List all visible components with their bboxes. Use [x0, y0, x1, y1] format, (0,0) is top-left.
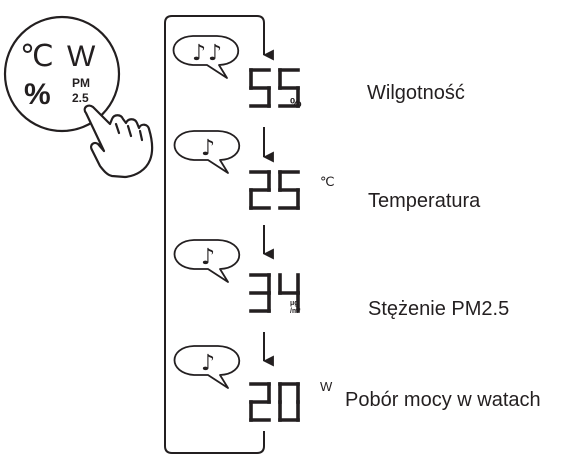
button-pm-label: PM: [72, 76, 90, 90]
seven-segment-digit: [278, 170, 300, 210]
seven-segment-digit: [278, 68, 300, 108]
music-note-icon: ♪: [201, 351, 215, 376]
hand-pointer-icon: [83, 104, 154, 179]
music-note-icon: ♪: [201, 136, 215, 161]
button-percent-label: %: [24, 78, 51, 111]
mode-button[interactable]: ℃ W % PM 2.5: [3, 15, 121, 133]
speech-bubble-icon: ♪: [173, 130, 241, 174]
seven-segment-digit: [278, 273, 300, 313]
speech-bubble-icon: ♪: [173, 345, 241, 389]
lcd-value: [249, 170, 300, 210]
label-humidity: Wilgotność: [367, 82, 465, 104]
unit-per-cubic-meter: /m³: [290, 308, 301, 315]
unit-watt: W: [320, 379, 333, 394]
button-outline: [3, 15, 121, 133]
button-watt-label: W: [67, 40, 96, 73]
seven-segment-digit: [278, 382, 300, 422]
seven-segment-digit: [249, 382, 271, 422]
unit-microgram: μg: [290, 300, 299, 307]
speech-bubble-icon: ♪: [173, 239, 241, 283]
seven-segment-digit: [249, 170, 271, 210]
label-power: Pobór mocy w watach: [345, 389, 541, 411]
speech-bubble-icon: ♪♪: [172, 35, 240, 79]
unit-percent: %: [290, 95, 302, 110]
music-note-icon: ♪: [201, 245, 215, 270]
lcd-value: [249, 273, 300, 313]
lcd-value: [249, 68, 300, 108]
music-note-icon: ♪: [192, 41, 206, 66]
lcd-value: [249, 382, 300, 422]
unit-celsius: ℃: [320, 174, 335, 189]
button-celsius-label: ℃: [20, 40, 54, 73]
cycle-loop-line: [164, 15, 265, 454]
music-note-icon: ♪: [208, 41, 222, 66]
seven-segment-digit: [249, 68, 271, 108]
seven-segment-digit: [249, 273, 271, 313]
label-temperature: Temperatura: [368, 190, 481, 212]
label-pm25: Stężenie PM2.5: [368, 298, 509, 320]
button-pm25-label: 2.5: [72, 91, 89, 105]
